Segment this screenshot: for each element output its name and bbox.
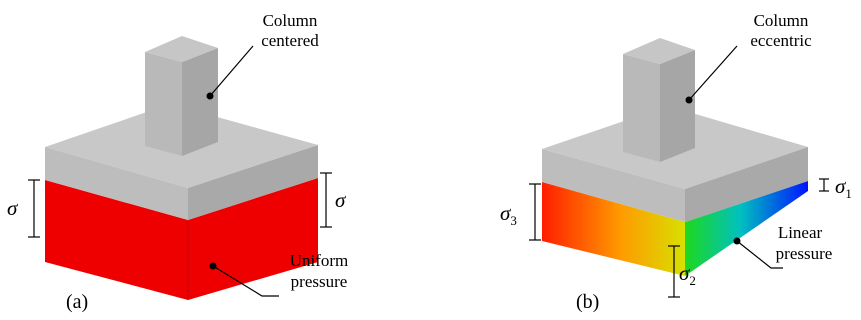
sigma1-subscript: 1 xyxy=(845,186,852,201)
column-centered-label-line1: Column xyxy=(263,11,318,30)
panel-b: Column eccentric σ3 σ1 σ2 xyxy=(500,11,852,313)
panel-b-label: (b) xyxy=(576,291,599,313)
sigma3-subscript: 3 xyxy=(510,213,517,228)
column-eccentric-front xyxy=(623,54,660,162)
linear-pressure-label-line1: Linear xyxy=(778,223,823,242)
sigma2-label: σ2 xyxy=(679,261,696,288)
footing-slab-side xyxy=(188,145,318,220)
column-eccentric-callout-dot xyxy=(685,96,693,104)
sigma3-symbol: σ xyxy=(500,201,512,225)
sigma1-label: σ1 xyxy=(835,174,852,201)
sigma-left-bracket xyxy=(28,179,40,238)
uniform-pressure-label-line1: Uniform xyxy=(290,251,349,270)
sigma-left-label: σ xyxy=(7,196,19,220)
footing-slab-front xyxy=(45,147,188,220)
uniform-pressure-label-line2: pressure xyxy=(291,272,348,291)
pressure-callout-dot xyxy=(209,262,217,270)
column-eccentric-label-line2: eccentric xyxy=(750,31,812,50)
sigma1-bracket xyxy=(819,178,829,192)
panel-a-label: (a) xyxy=(66,291,88,313)
column-centered-front xyxy=(145,52,182,156)
sigma2-symbol: σ xyxy=(679,261,691,285)
column-eccentric-label-line1: Column xyxy=(754,11,809,30)
sigma1-symbol: σ xyxy=(835,174,847,198)
panel-a: Column centered σ σ Uniform pressure (a) xyxy=(7,11,348,313)
column-eccentric-side xyxy=(660,50,695,162)
sigma-right-label: σ xyxy=(335,188,347,212)
column-callout-dot xyxy=(206,92,214,100)
footing-slab-side-b xyxy=(685,147,808,222)
linear-pressure-callout-dot xyxy=(733,237,741,245)
sigma-right-bracket xyxy=(320,172,332,228)
sigma2-subscript: 2 xyxy=(689,273,696,288)
column-centered-label-line2: centered xyxy=(261,31,319,50)
linear-pressure-wedge-front xyxy=(542,182,685,276)
sigma2-bracket xyxy=(668,245,680,298)
column-centered-top xyxy=(145,36,218,62)
linear-pressure-label-line2: pressure xyxy=(776,244,833,263)
linear-pressure-wedge-side xyxy=(685,181,808,276)
sigma3-bracket xyxy=(529,183,541,241)
footing-slab-front-b xyxy=(542,149,685,222)
sigma3-label: σ3 xyxy=(500,201,517,228)
column-eccentric-top xyxy=(623,38,695,64)
uniform-pressure-block-side xyxy=(188,178,318,300)
column-centered-side xyxy=(182,48,218,156)
